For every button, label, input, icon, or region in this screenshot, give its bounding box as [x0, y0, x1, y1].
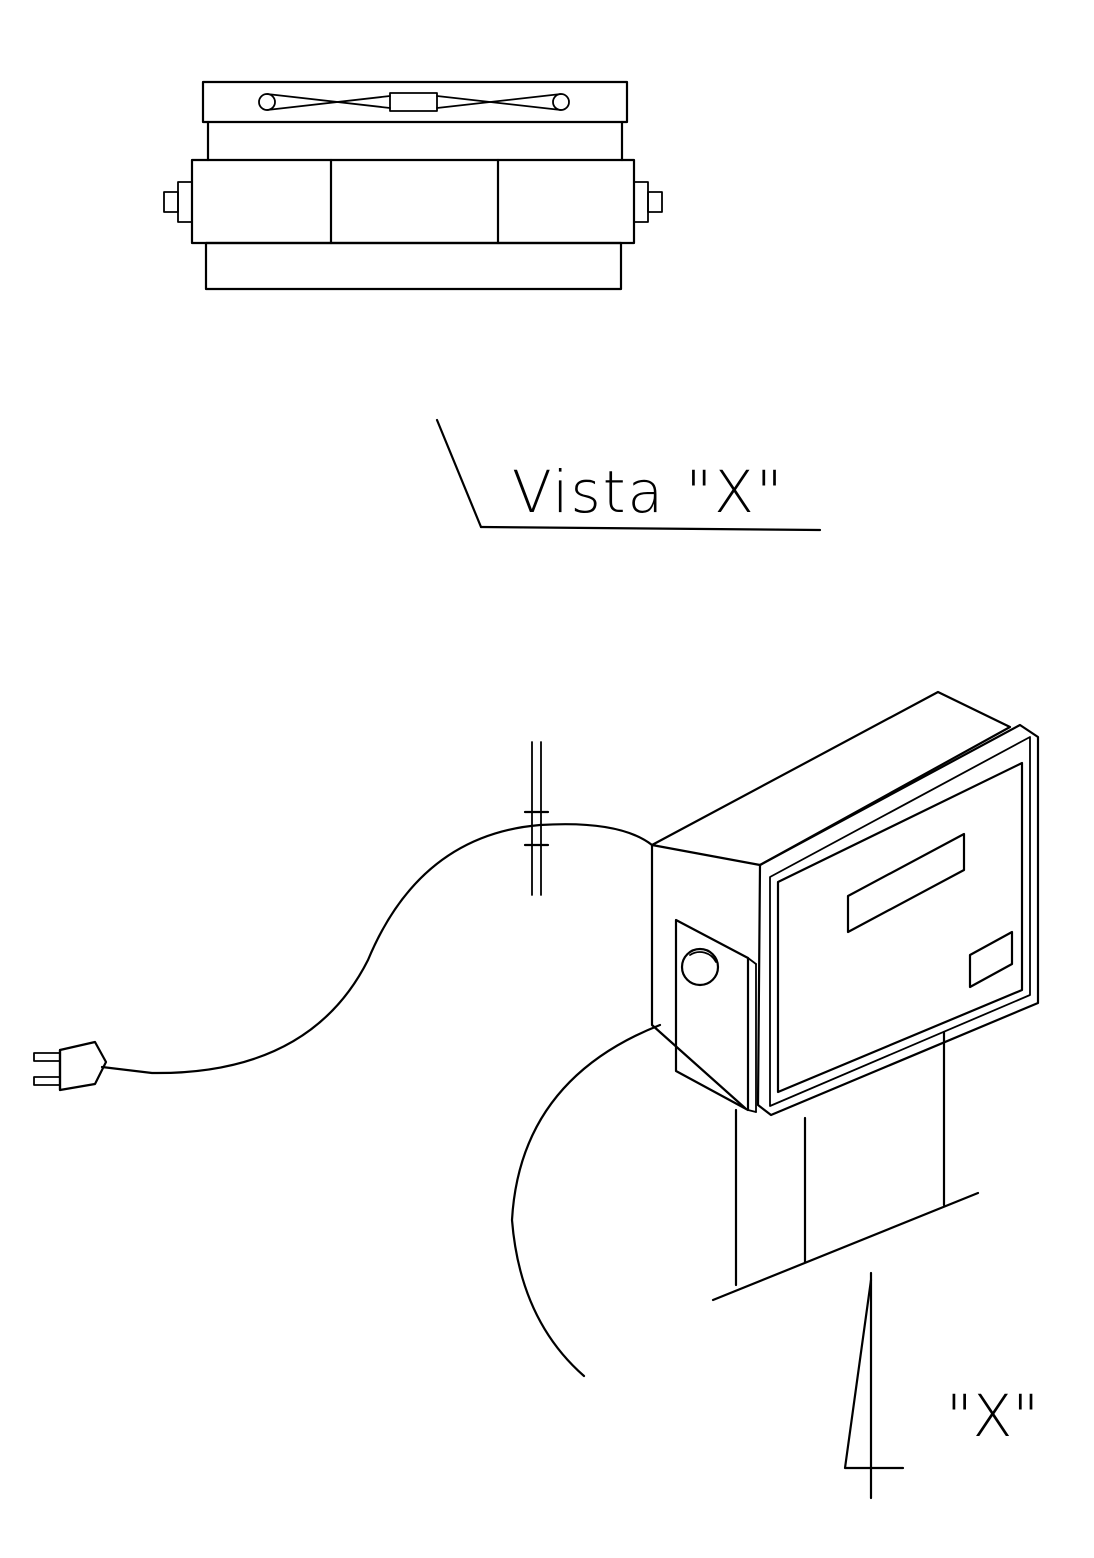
- view-marker: "X": [946, 1382, 1039, 1450]
- box-top: [650, 690, 1012, 867]
- display-window: [846, 832, 966, 934]
- floor-line: [711, 1191, 980, 1302]
- top-view-upper-strip: [201, 80, 629, 124]
- view-arrow: "X": [843, 1271, 1039, 1500]
- power-switch[interactable]: [680, 947, 720, 987]
- left-knob: [163, 181, 193, 223]
- front-bezel: [756, 723, 1040, 1117]
- view-title: Vista "X": [512, 458, 785, 526]
- power-cable: [100, 741, 654, 1075]
- view-title-callout: Vista "X": [435, 418, 822, 532]
- display-panel: [776, 761, 1024, 1094]
- right-knob: [633, 181, 663, 223]
- top-view-lower-body: [204, 241, 623, 291]
- belt-mechanism: [258, 92, 570, 112]
- plug-icon: [33, 1040, 108, 1092]
- top-view-main-body: [190, 158, 636, 245]
- swing-arc: [510, 1023, 662, 1378]
- box-left-side: [650, 843, 747, 1110]
- panel-button[interactable]: [968, 930, 1014, 989]
- side-plate: [674, 918, 750, 1112]
- isometric-device: [510, 690, 1040, 1378]
- top-view-device: [163, 80, 663, 291]
